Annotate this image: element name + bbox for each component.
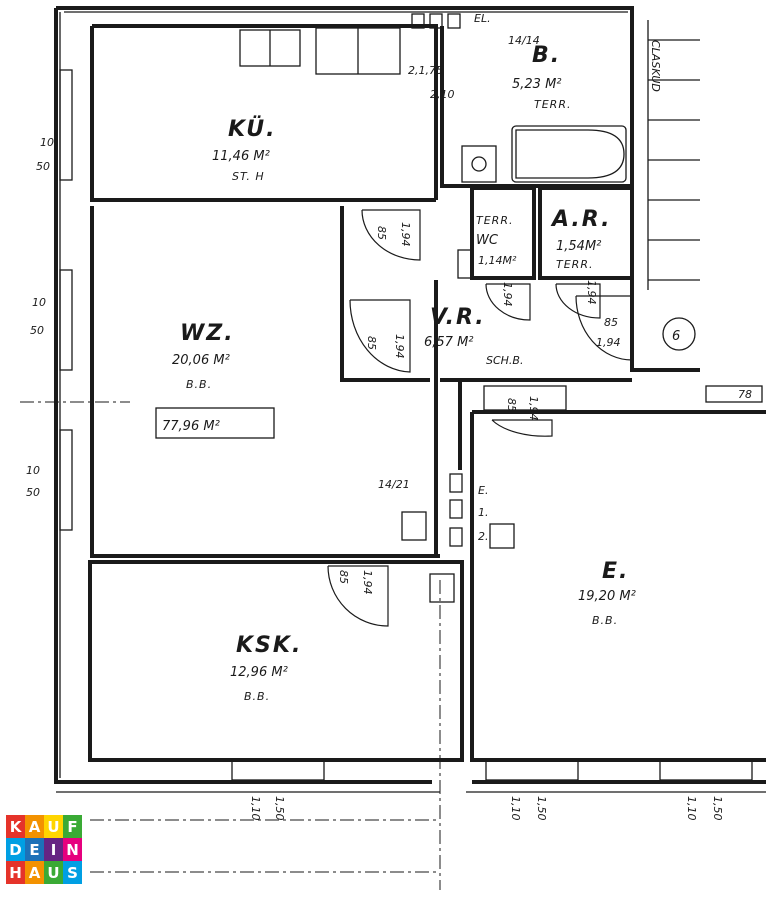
win-dim-150-b: 1,50 [535,796,548,821]
living-name: WZ. [180,321,235,346]
shaft-label-2: 2. [478,530,489,543]
bedroom-name: KSK. [236,633,302,658]
top-mark: EL. [474,12,491,25]
kitchen-floor: ST. H [232,170,265,183]
door-height-2: 1,94 [393,334,406,359]
bath-name: B. [532,43,561,68]
logo-letter: N [63,838,82,861]
total-area: 77,96 M² [162,419,220,434]
kitchen-name: KÜ. [228,116,277,142]
wall-dim-50-c: 50 [26,486,40,499]
hall-extra: SCH.B. [486,354,523,367]
bath-area: 5,23 M² [512,77,562,92]
room-e-area: 19,20 M² [578,589,636,604]
ground-mark-circle [662,317,696,351]
wall-dim-50-a: 50 [36,160,50,173]
hall-area: 6,57 M² [424,335,474,350]
bath-floor: TERR. [534,98,571,111]
bedroom-floor: B.B. [244,690,270,703]
wc-area: 1,14M² [478,254,517,267]
door-width-5: 85 [604,316,618,329]
door-swings [327,209,633,627]
win-dim-110-a: 1,10 [249,796,262,821]
door-height-1: 1,94 [399,222,412,247]
shaft-label-1: 1. [478,506,489,519]
wc-storage-rooms [457,186,634,280]
win-dim-110-c: 1,10 [685,796,698,821]
wc-terr: TERR. [476,214,513,227]
hall-name: V.R. [430,305,486,330]
door-width-3: 85 [337,570,350,584]
door-width-2: 85 [365,336,378,350]
logo-letter: S [63,861,82,884]
wall-dim-50-b: 50 [30,324,44,337]
bath-dim-c: 2,10 [430,88,455,101]
storage-floor: TERR. [556,258,593,271]
win-dim-150-a: 1,50 [273,796,286,821]
corner-dim: 78 [738,388,752,401]
kitchen-area: 11,46 M² [212,149,270,164]
room-e-name: E. [602,559,629,584]
left-windows [59,69,73,531]
kitchen-room [90,24,438,202]
total-area-box [155,407,275,439]
ground-mark: 6 [672,329,680,344]
logo-letter: U [44,861,63,884]
outer-walls [54,6,766,793]
door-height-3: 1,94 [361,570,374,595]
logo-letter: A [25,815,44,838]
bath-dim-b: 2,1,75 [408,64,443,77]
living-area: 20,06 M² [172,353,230,368]
logo-letter: A [25,861,44,884]
logo-letter: K [6,815,25,838]
logo-letter: E [25,838,44,861]
storage-area: 1,54M² [556,239,601,254]
wc-name: WC [476,233,499,248]
logo-letter: F [63,815,82,838]
wall-dim-10-a: 10 [40,136,54,149]
shafts [401,13,515,603]
door-height-5: 1,94 [596,336,621,349]
staircase [647,20,700,290]
win-dim-110-b: 1,10 [509,796,522,821]
logo-letter: D [6,838,25,861]
logo-letter: U [44,815,63,838]
logo-letter: I [44,838,63,861]
bath-dim-a: 14/14 [508,34,540,47]
win-dim-150-c: 1,50 [711,796,724,821]
door-width-4: 85 [505,398,518,412]
side-text: CLASKUD [649,40,662,92]
shaft-label-e: E. [478,484,488,497]
interior-walls [88,206,766,781]
bedroom-area: 12,96 M² [230,665,288,680]
door-height-7: 1,94 [585,280,598,305]
logo-letter: H [6,861,25,884]
hall-ref: 14/21 [378,478,410,491]
storage-name: A.R. [550,207,612,232]
living-floor: B.B. [186,378,212,391]
door-width-1: 85 [375,226,388,240]
room-e-floor: B.B. [592,614,618,627]
wall-dim-10-c: 10 [26,464,40,477]
door-height-6: 1,94 [501,282,514,307]
axis-lines [20,401,441,890]
door-height-4: 1,94 [527,396,540,421]
wall-dim-10-b: 10 [32,296,46,309]
